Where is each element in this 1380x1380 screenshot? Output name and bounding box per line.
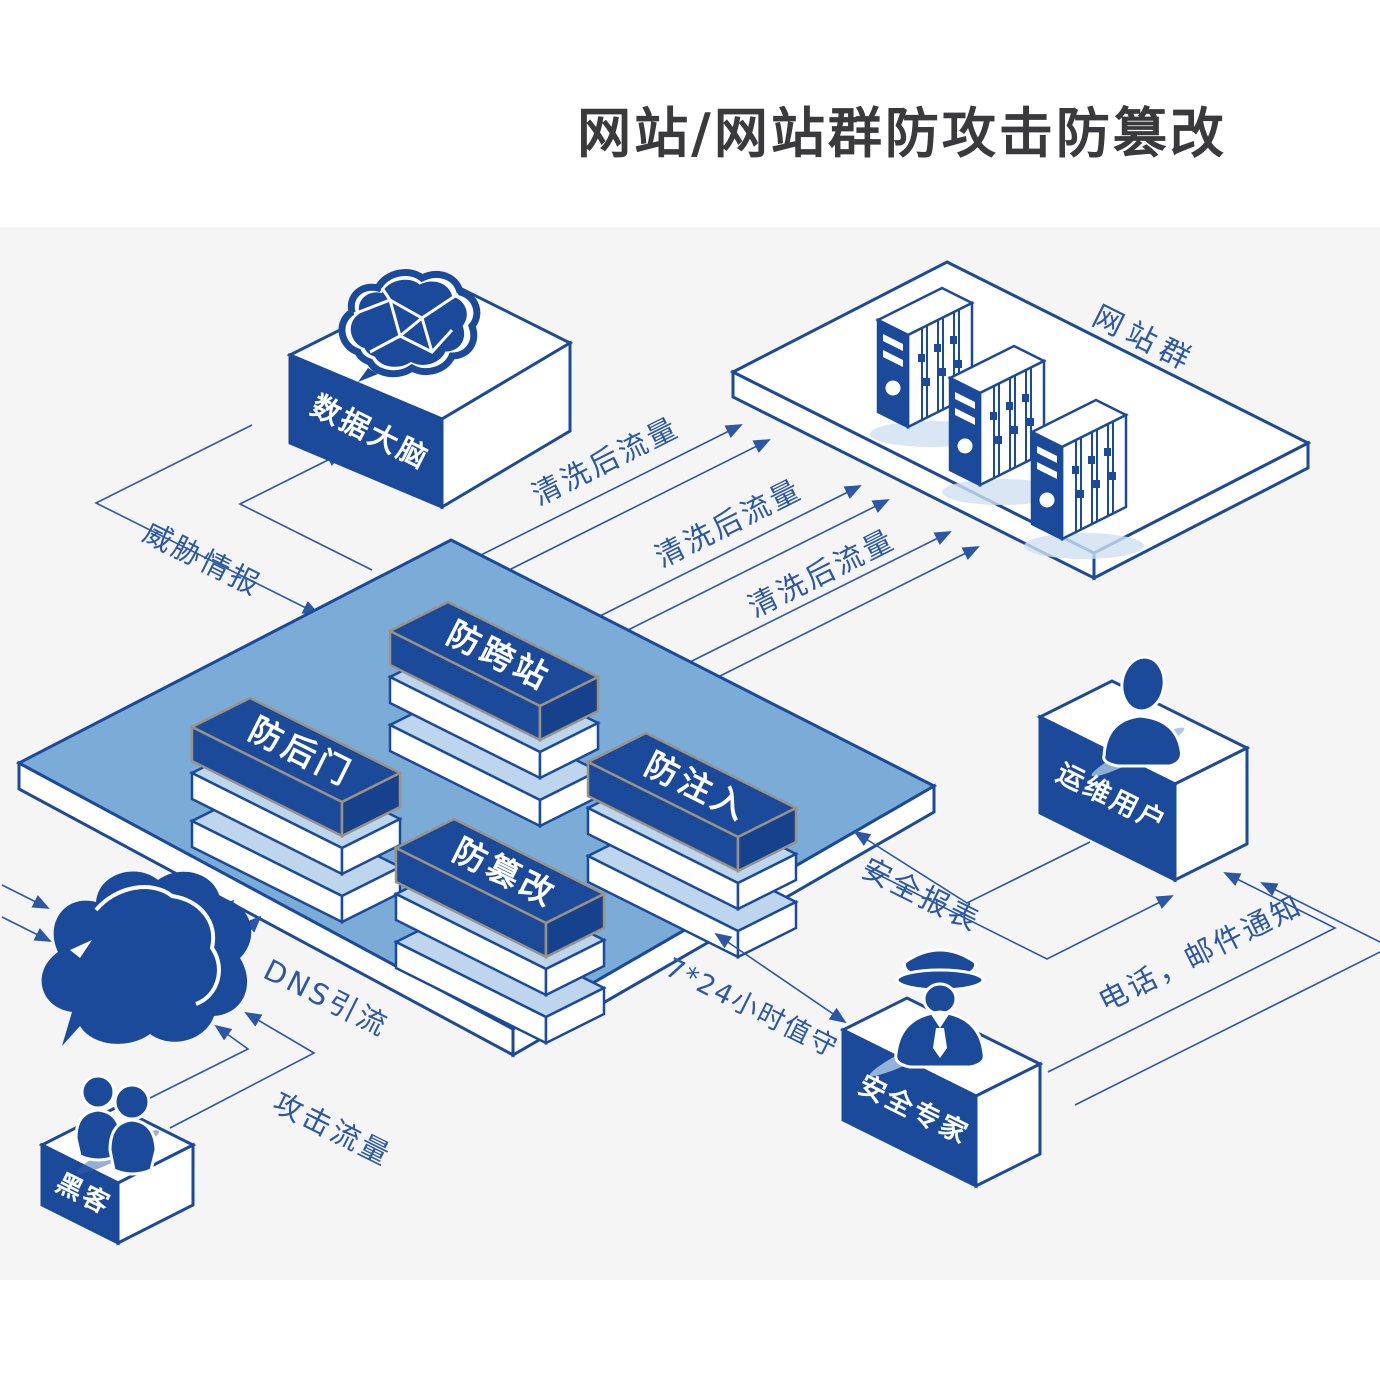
- ops-user-node: 运维用户: [1036, 655, 1251, 883]
- brain-icon: [338, 269, 481, 382]
- page-title: 网站/网站群防攻击防篡改: [577, 102, 1227, 165]
- data-brain-node: 数据大脑: [286, 269, 574, 510]
- central-platform: 防跨站 防后门 防注入 防篡改: [15, 538, 938, 1058]
- cloud-icon: [41, 871, 252, 1046]
- hacker-node: 黑客: [38, 1074, 197, 1246]
- hackers-icon: [74, 1074, 158, 1176]
- expert-icon: [894, 948, 986, 1069]
- user-icon: [1102, 655, 1183, 768]
- website-group-platform: 网站群: [729, 260, 1312, 581]
